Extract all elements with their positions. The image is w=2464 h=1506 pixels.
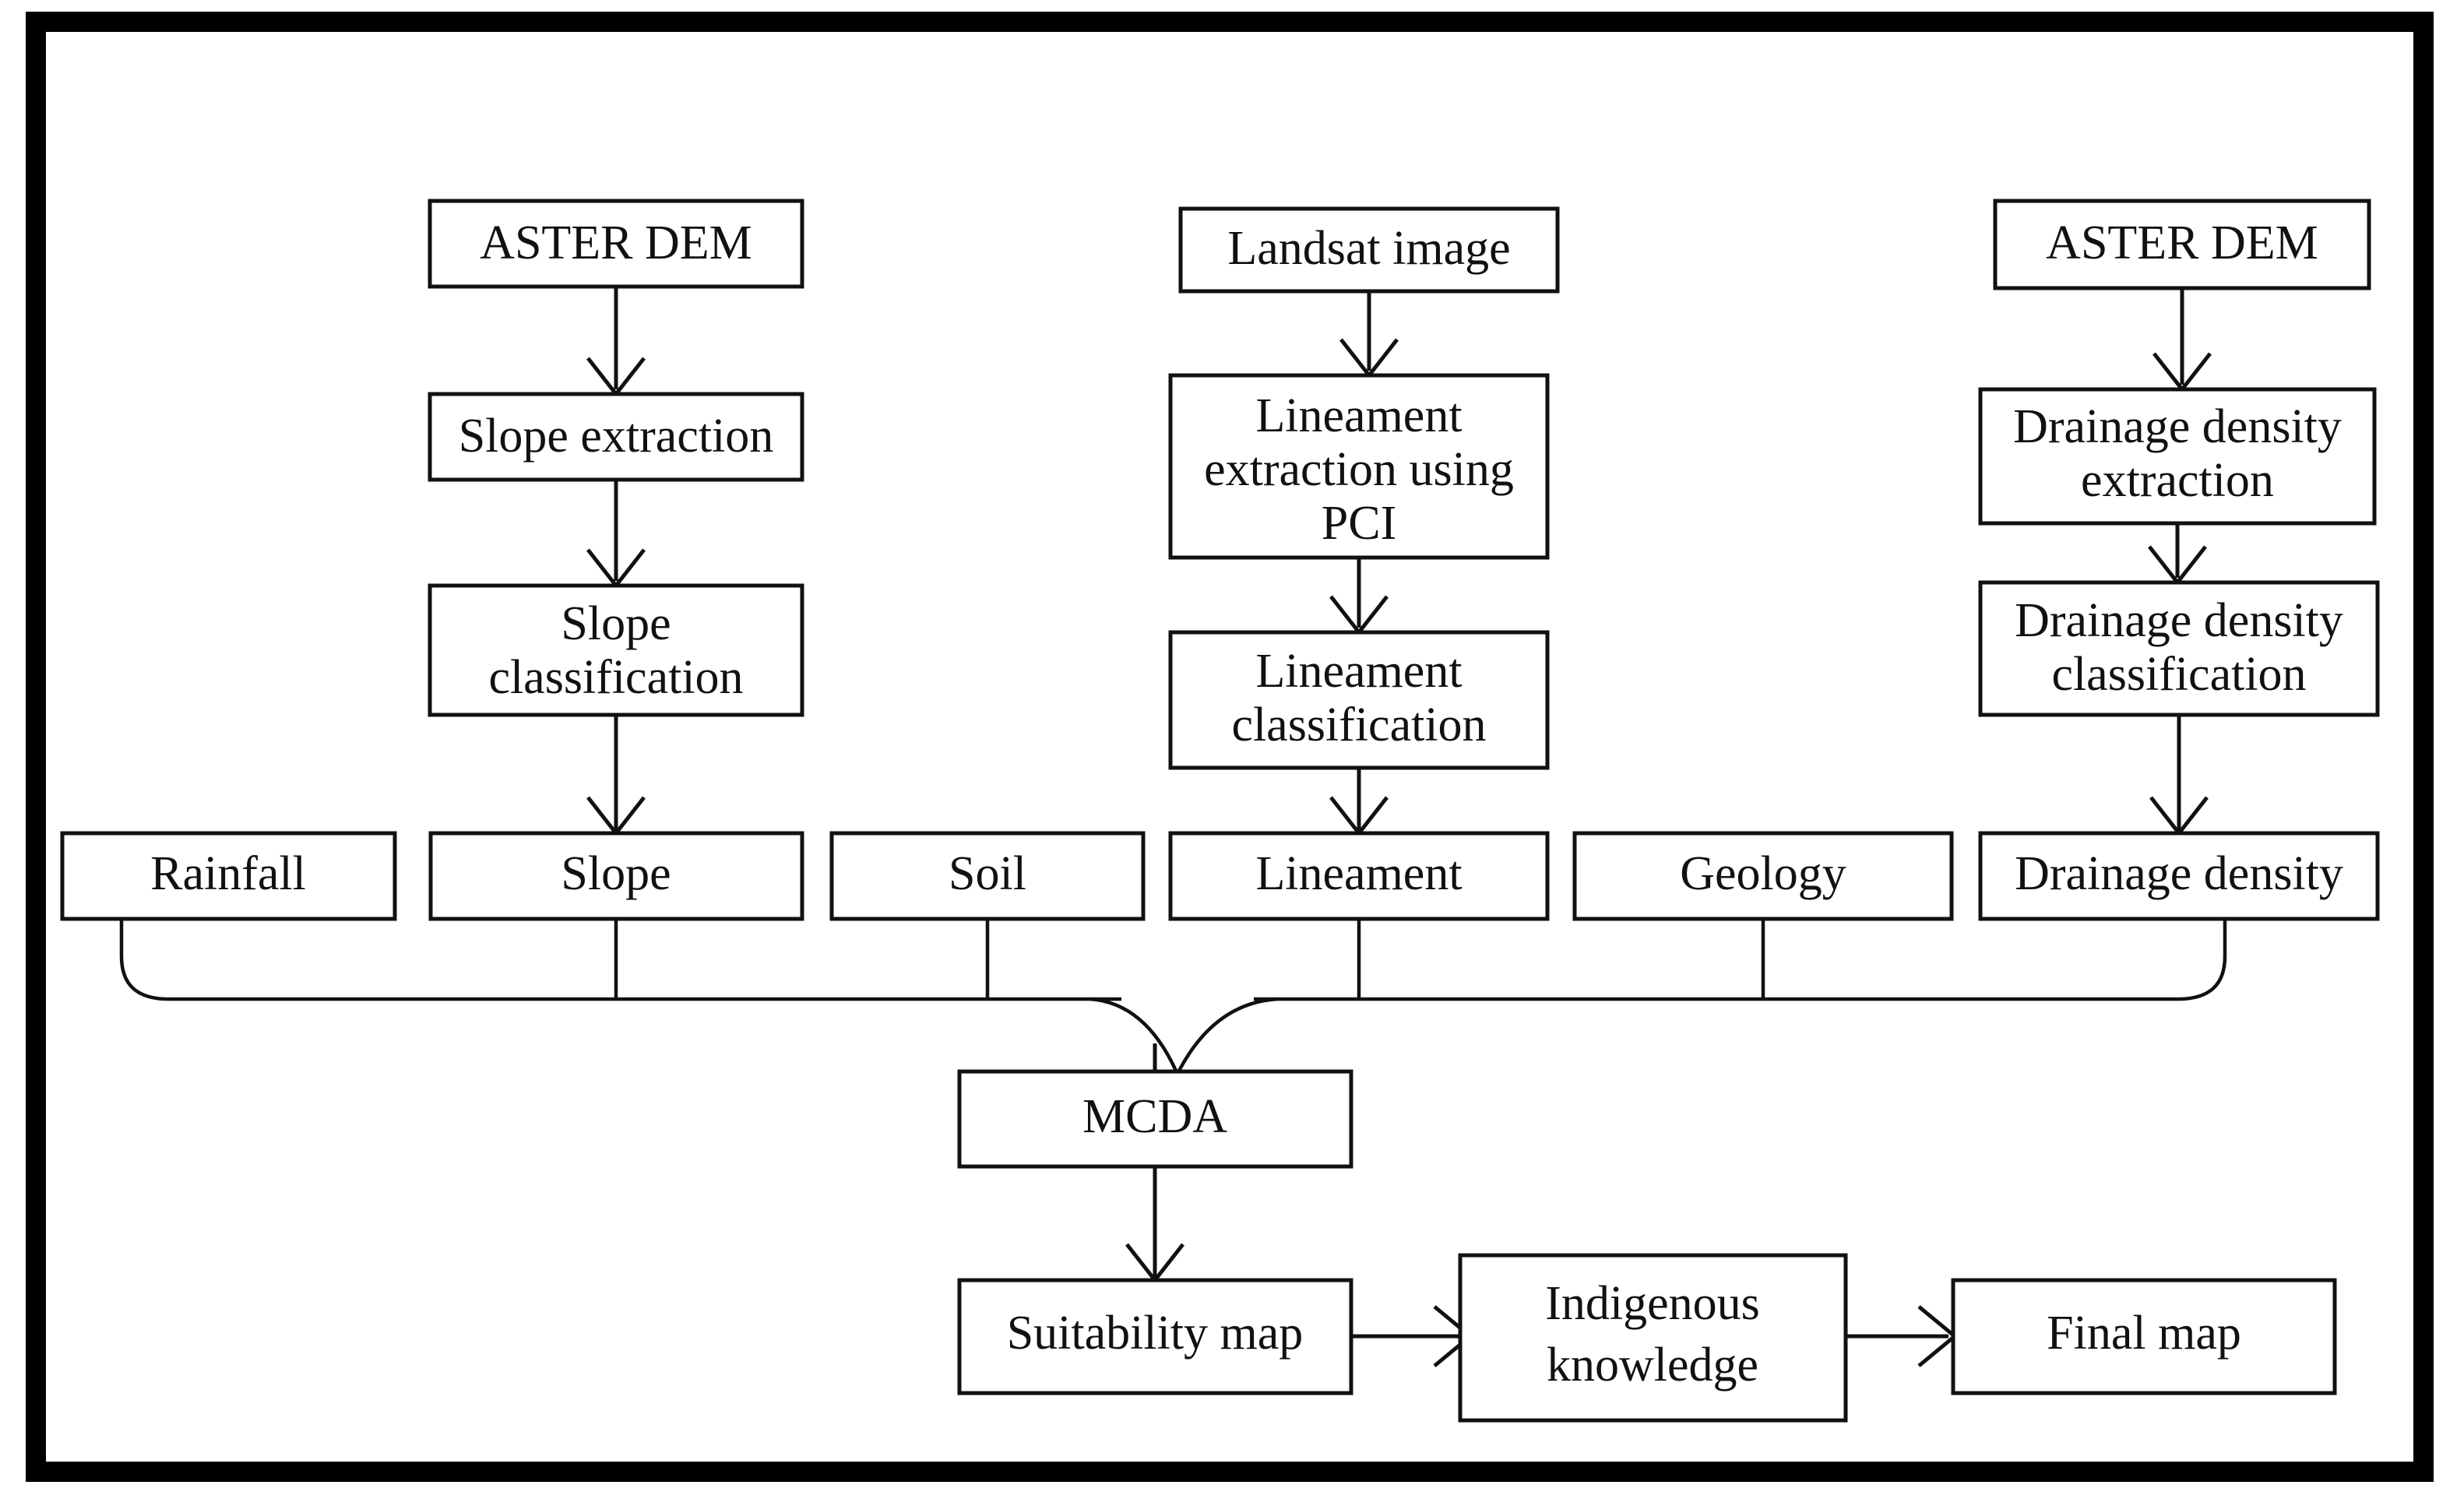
node-factor-rainfall-label: Rainfall xyxy=(150,847,306,900)
node-slope-classification-label-line1: Slope xyxy=(561,597,671,650)
node-aster-dem-left-label: ASTER DEM xyxy=(480,216,752,269)
node-drainage-density-classification-label-line2: classification xyxy=(2051,648,2306,701)
node-factor-soil-label: Soil xyxy=(949,847,1026,900)
node-factor-geology xyxy=(1572,831,1954,921)
node-suitability-map xyxy=(957,1278,1353,1395)
node-final-map xyxy=(1951,1278,2337,1395)
node-aster-dem-right-label: ASTER DEM xyxy=(2046,216,2318,269)
outer-frame-border xyxy=(26,12,2434,1482)
node-lineament-classification-label-line1: Lineament xyxy=(1255,645,1462,698)
node-slope-classification xyxy=(428,583,804,717)
node-final-map-label: Final map xyxy=(2047,1307,2241,1360)
node-slope-extraction-label: Slope extraction xyxy=(459,410,774,463)
node-landsat-image-label: Landsat image xyxy=(1227,222,1510,275)
node-lineament-classification xyxy=(1168,630,1550,770)
node-indigenous-knowledge-label-line1: Indigenous xyxy=(1545,1277,1760,1330)
node-indigenous-knowledge-label-line2: knowledge xyxy=(1547,1339,1758,1392)
node-drainage-density-extraction xyxy=(1978,387,2377,526)
node-factor-lineament xyxy=(1168,831,1550,921)
node-slope-classification-label-line2: classification xyxy=(488,651,743,704)
node-lineament-extraction xyxy=(1168,373,1550,560)
connector-rainfall-elbow-to-bus xyxy=(119,919,1121,1001)
node-suitability-map-label: Suitability map xyxy=(1007,1307,1304,1360)
node-mcda-label: MCDA xyxy=(1082,1090,1227,1143)
node-slope-extraction xyxy=(428,392,804,482)
connector-bus-converge-left xyxy=(1089,997,1178,1071)
node-factor-lineament-label: Lineament xyxy=(1255,847,1462,900)
node-lineament-extraction-label-line2: extraction using xyxy=(1204,443,1514,496)
node-lineament-classification-label-line2: classification xyxy=(1231,698,1486,751)
node-drainage-density-classification-label-line1: Drainage density xyxy=(2015,594,2343,647)
node-factor-drainage-density-label: Drainage density xyxy=(2015,847,2343,900)
node-factor-slope-label: Slope xyxy=(561,847,671,900)
node-drainage-density-extraction-label-line2: extraction xyxy=(2081,454,2274,507)
node-indigenous-knowledge xyxy=(1458,1253,1848,1423)
node-factor-geology-label: Geology xyxy=(1680,847,1846,900)
node-factor-slope xyxy=(428,831,804,921)
node-lineament-extraction-label-line3: PCI xyxy=(1322,497,1396,550)
node-factor-drainage-density xyxy=(1978,831,2380,921)
node-aster-dem-right xyxy=(1993,199,2371,290)
connector-bus-converge-right xyxy=(1177,997,1278,1072)
node-drainage-density-extraction-label-line1: Drainage density xyxy=(2013,400,2342,453)
node-lineament-extraction-label-line1: Lineament xyxy=(1255,389,1462,442)
node-factor-rainfall xyxy=(60,831,397,921)
connector-drainagedensity-elbow-to-bus xyxy=(1254,919,2227,1001)
